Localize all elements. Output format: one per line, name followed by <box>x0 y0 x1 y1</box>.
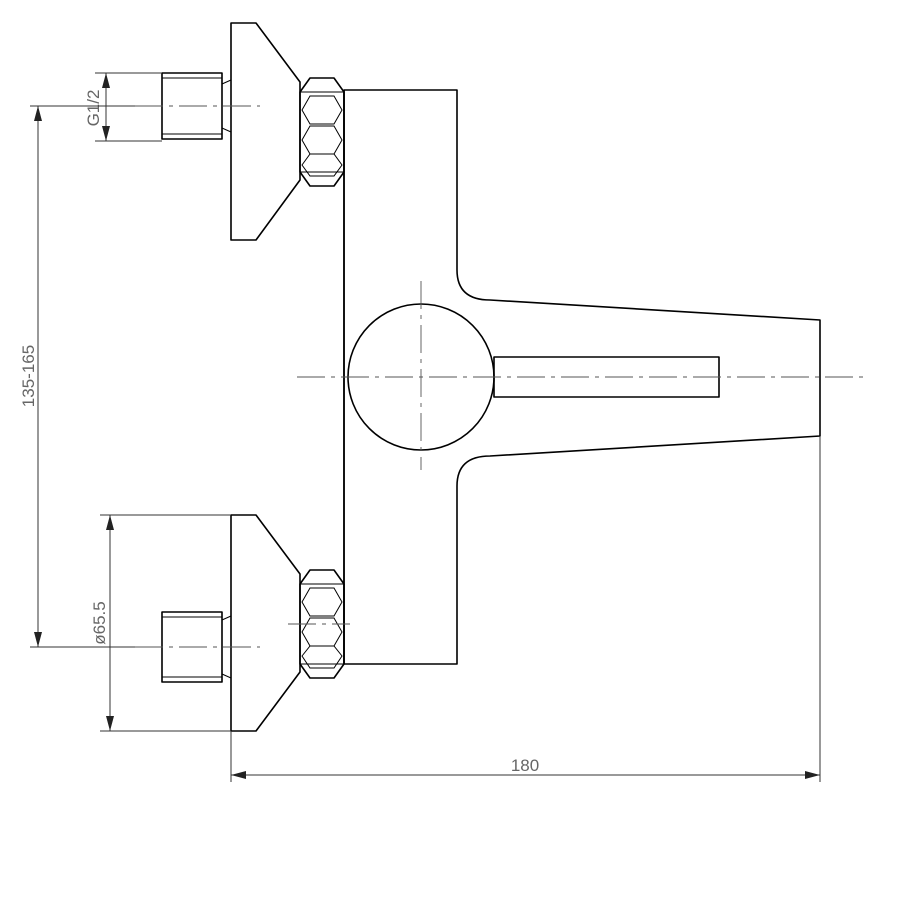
bottom-inlet <box>161 514 345 732</box>
center-distance-dimension: 135-165 <box>19 105 135 648</box>
center-lines <box>135 105 866 648</box>
thread-label: G1/2 <box>84 90 103 127</box>
bottom-flange <box>230 514 301 732</box>
top-hex-nut <box>299 77 345 187</box>
flange-diameter-dimension: ø65.5 <box>90 514 231 732</box>
center-distance-label: 135-165 <box>19 345 38 407</box>
overall-width-dimension: 180 <box>230 436 821 782</box>
top-inlet <box>161 22 345 241</box>
flange-diameter-label: ø65.5 <box>90 601 109 644</box>
top-flange <box>230 22 301 241</box>
thread-dimension: G1/2 <box>84 72 162 142</box>
overall-width-label: 180 <box>511 756 539 775</box>
